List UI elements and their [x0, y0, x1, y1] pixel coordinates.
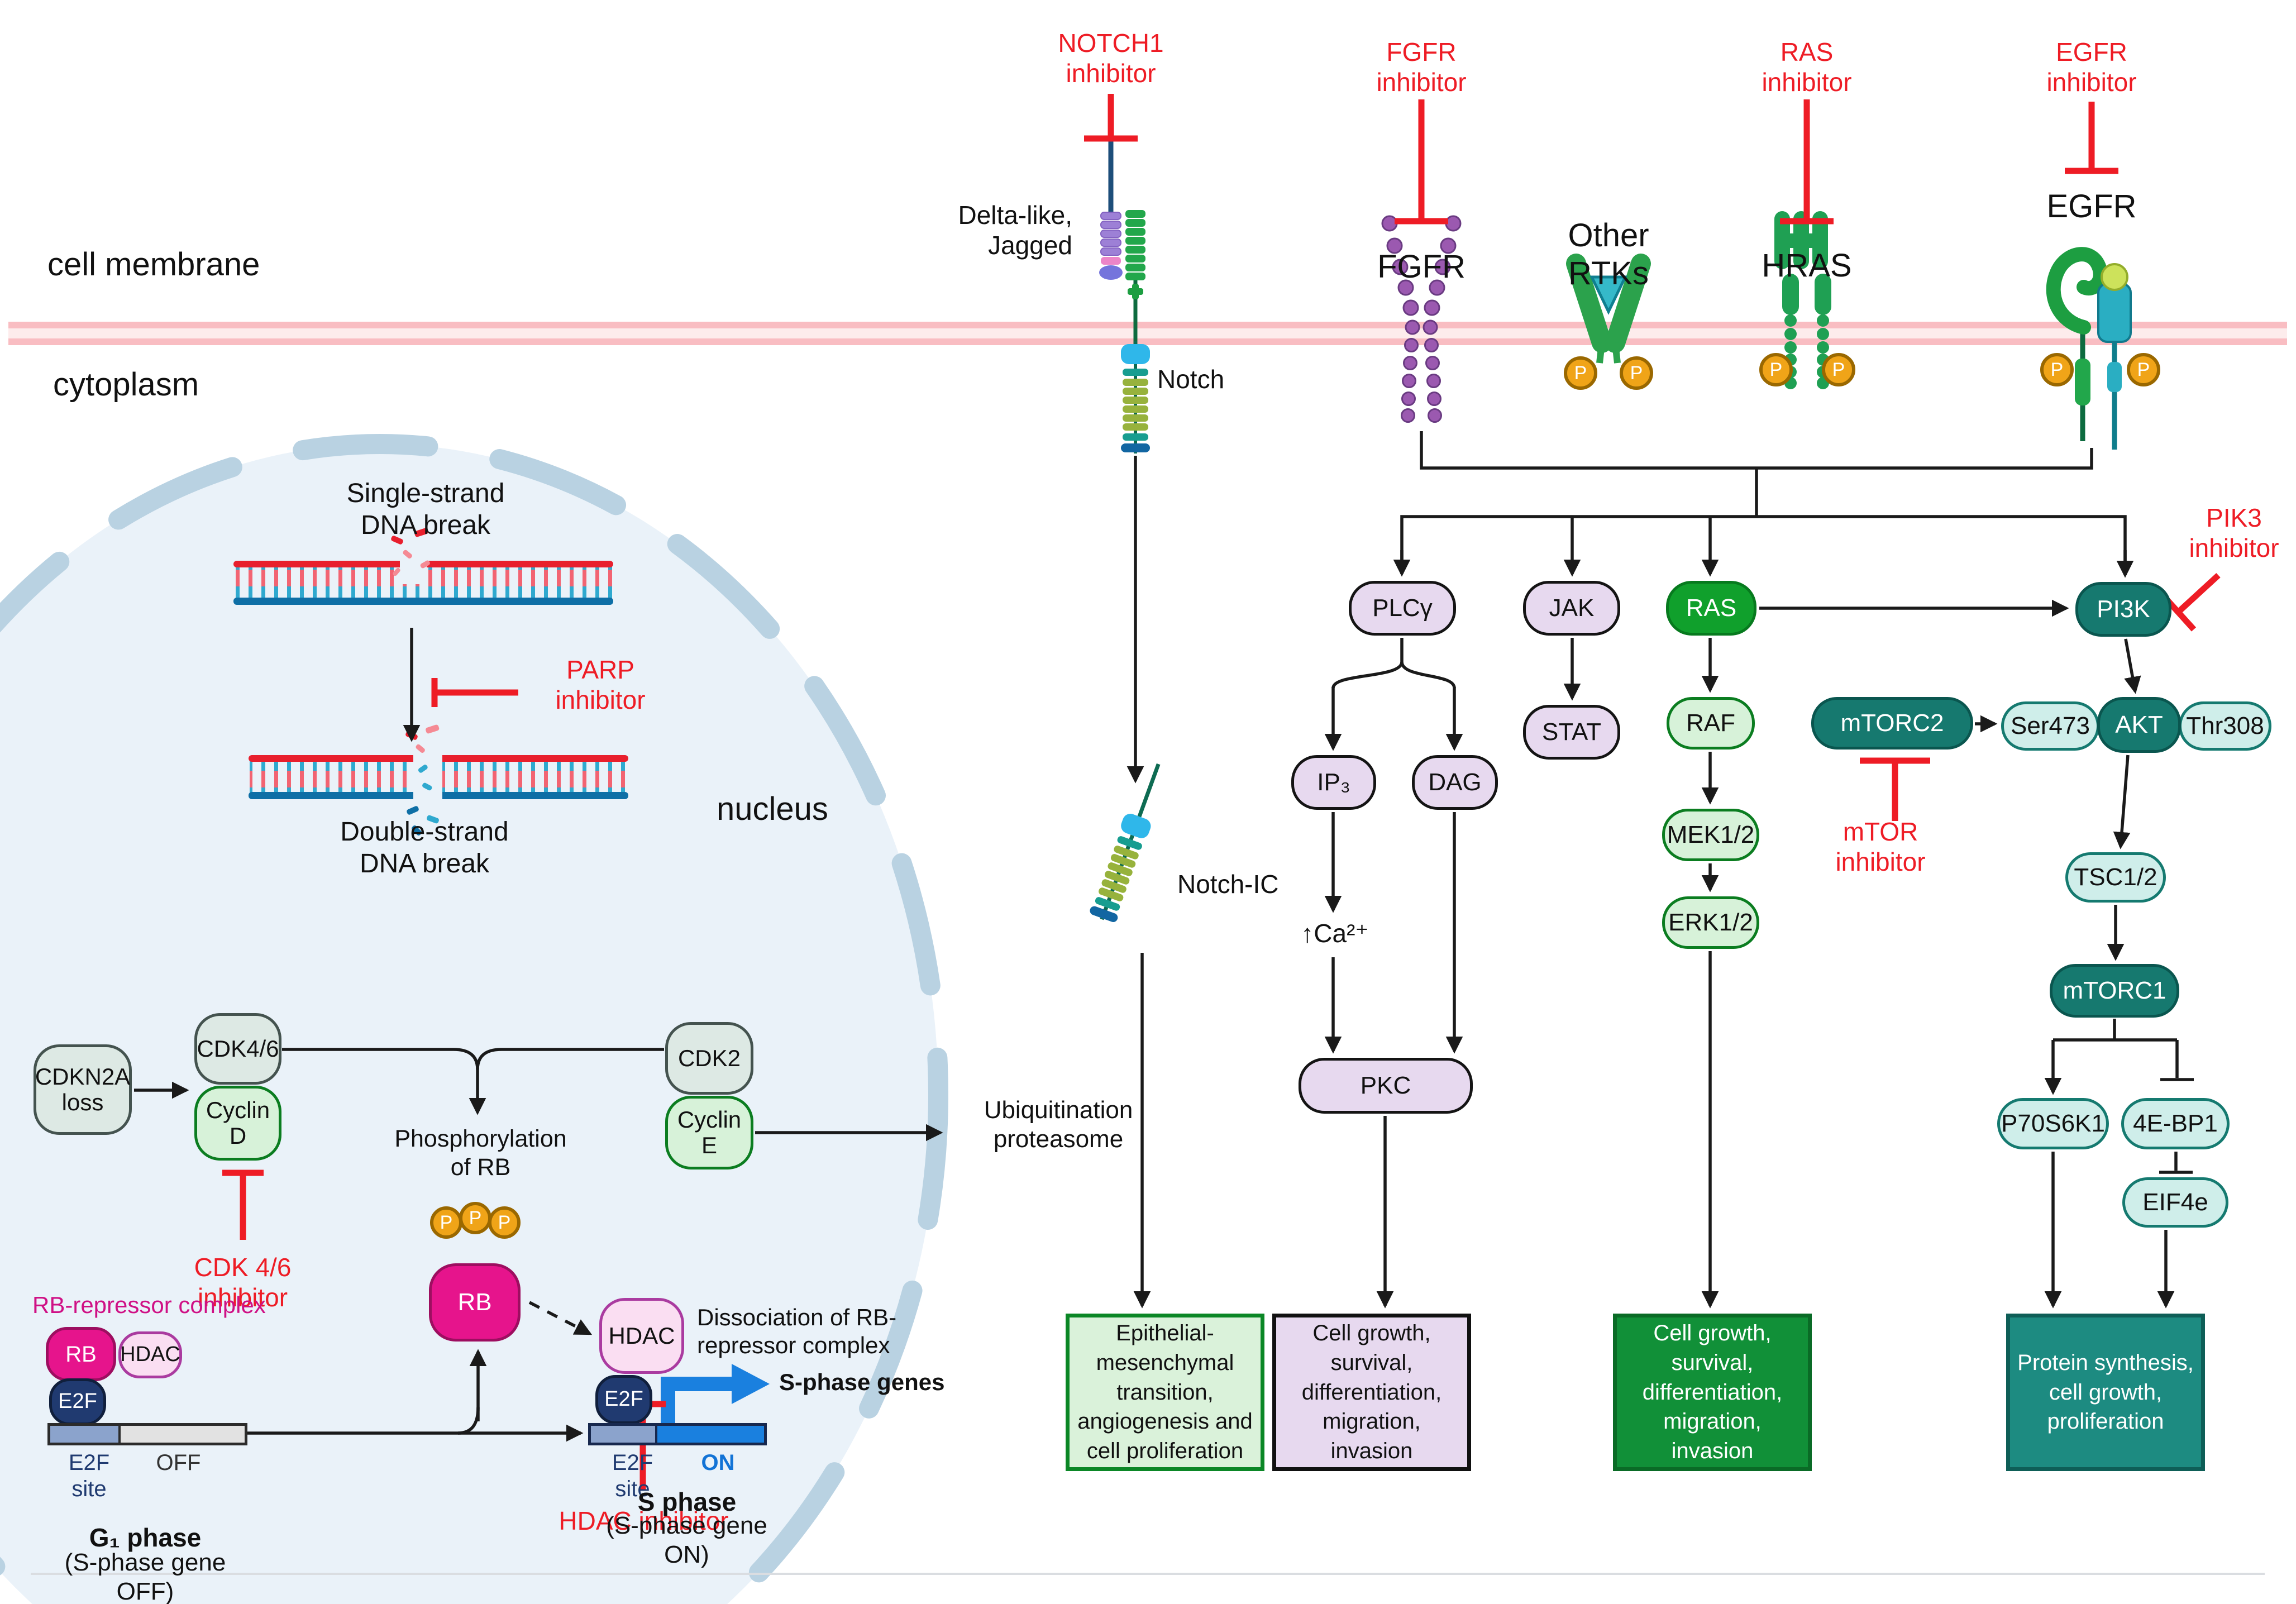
notch-ic-label: Notch-IC: [1177, 870, 1279, 899]
node-rb-complex: RB: [46, 1327, 116, 1381]
single-strand-break-label: Single-strand DNA break: [346, 479, 505, 540]
delta-jagged-label: Delta-like, Jagged: [958, 200, 1072, 260]
other-rtks-label: Other RTKs: [1568, 217, 1649, 292]
node-pkc: PKC: [1299, 1058, 1473, 1114]
node-cdkn2a-loss: CDKN2A loss: [34, 1044, 132, 1135]
hdac-inhibitor-label: HDAC inhibitor: [559, 1506, 729, 1535]
cytoplasm-label: cytoplasm: [53, 366, 199, 403]
phospho-badge: P: [1620, 356, 1653, 390]
egfr-label: EGFR: [2046, 188, 2137, 225]
pik3-inhibitor-label: PIK3 inhibitor: [2189, 503, 2279, 563]
node-hdac-free: HDAC: [599, 1298, 684, 1374]
node-e2f-s: E2F: [595, 1375, 652, 1424]
node-e2f-g1: E2F: [49, 1378, 106, 1425]
s-phase-sub-label: (S-phase gene ON): [606, 1512, 767, 1568]
outcome-protein-box: Protein synthesis, cell growth, prolifer…: [2006, 1314, 2205, 1471]
hras-label: HRAS: [1762, 247, 1852, 284]
outcome-growth-purple-box: Cell growth, survival, differentiation, …: [1272, 1314, 1471, 1471]
node-cyclin-d: Cyclin D: [194, 1086, 281, 1161]
node-mtorc2: mTORC2: [1811, 697, 1973, 750]
fgfr-receptor: [1381, 215, 1462, 423]
calcium-label: ↑Ca²⁺: [1301, 919, 1369, 948]
s-phase-label: S phase: [637, 1487, 737, 1516]
s-phase-genes-label: S-phase genes: [779, 1369, 945, 1395]
node-cyclin-e: Cyclin E: [665, 1096, 753, 1169]
notch-receptor: [1121, 341, 1150, 453]
node-thr308: Thr308: [2179, 701, 2271, 751]
delta-jagged-ligand: [1099, 141, 1145, 345]
node-mek: MEK1/2: [1662, 809, 1759, 861]
egfr-receptor: [2046, 247, 2132, 450]
node-cdk46: CDK4/6: [194, 1013, 281, 1085]
node-mtorc1: mTORC1: [2050, 964, 2179, 1018]
s-e2f-site-label: E2F site: [612, 1450, 653, 1502]
outcome-emt-box: Epithelial- mesenchymal transition, angi…: [1066, 1314, 1264, 1471]
notch-label: Notch: [1157, 365, 1225, 394]
ras-inhibitor-label: RAS inhibitor: [1762, 37, 1852, 97]
node-4ebp1: 4E-BP1: [2121, 1098, 2230, 1149]
phospho-badge: P: [1759, 353, 1793, 386]
node-eif4e: EIF4e: [2122, 1177, 2228, 1228]
node-stat: STAT: [1523, 705, 1620, 760]
node-ip3: IP₃: [1291, 755, 1376, 810]
node-ras: RAS: [1666, 581, 1756, 636]
phospho-badge: P: [1564, 356, 1597, 390]
fgfr-label: FGFR: [1377, 249, 1466, 285]
cell-membrane-band: [8, 322, 2287, 345]
node-jak: JAK: [1523, 581, 1620, 636]
double-strand-dna: [249, 724, 628, 836]
phospho-badge: P: [1822, 353, 1855, 386]
fgfr-inhibitor-label: FGFR inhibitor: [1376, 37, 1467, 97]
pathway-arrows: [134, 431, 2194, 1442]
dna-fragments-red: [391, 528, 430, 576]
phosphorylation-rb-label: Phosphorylation of RB: [394, 1125, 567, 1181]
node-erk: ERK1/2: [1662, 896, 1759, 949]
phospho-badge: P: [459, 1202, 491, 1234]
node-pi3k: PI3K: [2075, 582, 2171, 637]
phospho-badge: P: [430, 1206, 462, 1239]
node-cdk2: CDK2: [665, 1022, 753, 1095]
node-raf: RAF: [1667, 697, 1755, 750]
egfr-inhibitor-label: EGFR inhibitor: [2046, 37, 2137, 97]
phospho-badge: P: [2040, 353, 2074, 386]
node-p70s6k1: P70S6K1: [1997, 1098, 2109, 1149]
phospho-badge: P: [488, 1206, 521, 1239]
node-rb-phospho: RB: [429, 1263, 521, 1342]
node-plcg: PLCγ: [1349, 581, 1456, 636]
node-dag: DAG: [1412, 755, 1498, 810]
g1-e2f-site-label: E2F site: [68, 1450, 110, 1502]
outcome-growth-green-box: Cell growth, survival, differentiation, …: [1613, 1314, 1812, 1471]
single-strand-dna: [233, 528, 613, 605]
g1-phase-label: G₁ phase: [89, 1523, 202, 1552]
nucleus-body: [0, 434, 948, 1604]
s-phase-genes-arrow: [661, 1364, 770, 1424]
g1-e2f-site-segment: [50, 1426, 121, 1443]
node-hdac-complex: HDAC: [118, 1331, 182, 1378]
s-e2f-site-segment: [591, 1426, 657, 1443]
node-akt: AKT: [2097, 697, 2181, 753]
cell-membrane-label: cell membrane: [47, 246, 260, 283]
notch-ic-fragment: [1090, 763, 1161, 922]
double-strand-break-label: Double-strand DNA break: [340, 817, 509, 879]
node-ser473: Ser473: [2001, 701, 2099, 751]
notch1-inhibitor-label: NOTCH1 inhibitor: [1058, 28, 1164, 88]
phospho-badge: P: [2127, 353, 2160, 386]
cdk46-inhibitor-label: CDK 4/6 inhibitor: [194, 1253, 292, 1312]
other-rtks-receptor: [1566, 254, 1651, 364]
rb-repressor-complex-label: RB-repressor complex: [32, 1292, 266, 1318]
s-on-label: ON: [701, 1450, 735, 1475]
nucleus-label: nucleus: [717, 791, 828, 827]
dissociation-label: Dissociation of RB- repressor complex: [697, 1304, 897, 1358]
g1-promoter-bar: [47, 1423, 247, 1445]
s-promoter-bar: [588, 1423, 767, 1445]
ubiquitination-label: Ubiquitination proteasome: [984, 1096, 1133, 1153]
g1-off-label: OFF: [156, 1450, 201, 1475]
parp-inhibitor-label: PARP inhibitor: [555, 655, 646, 715]
node-tsc12: TSC1/2: [2065, 852, 2166, 903]
mtor-inhibitor-label: mTOR inhibitor: [1835, 817, 1926, 877]
g1-phase-sub-label: (S-phase gene OFF): [64, 1549, 226, 1604]
